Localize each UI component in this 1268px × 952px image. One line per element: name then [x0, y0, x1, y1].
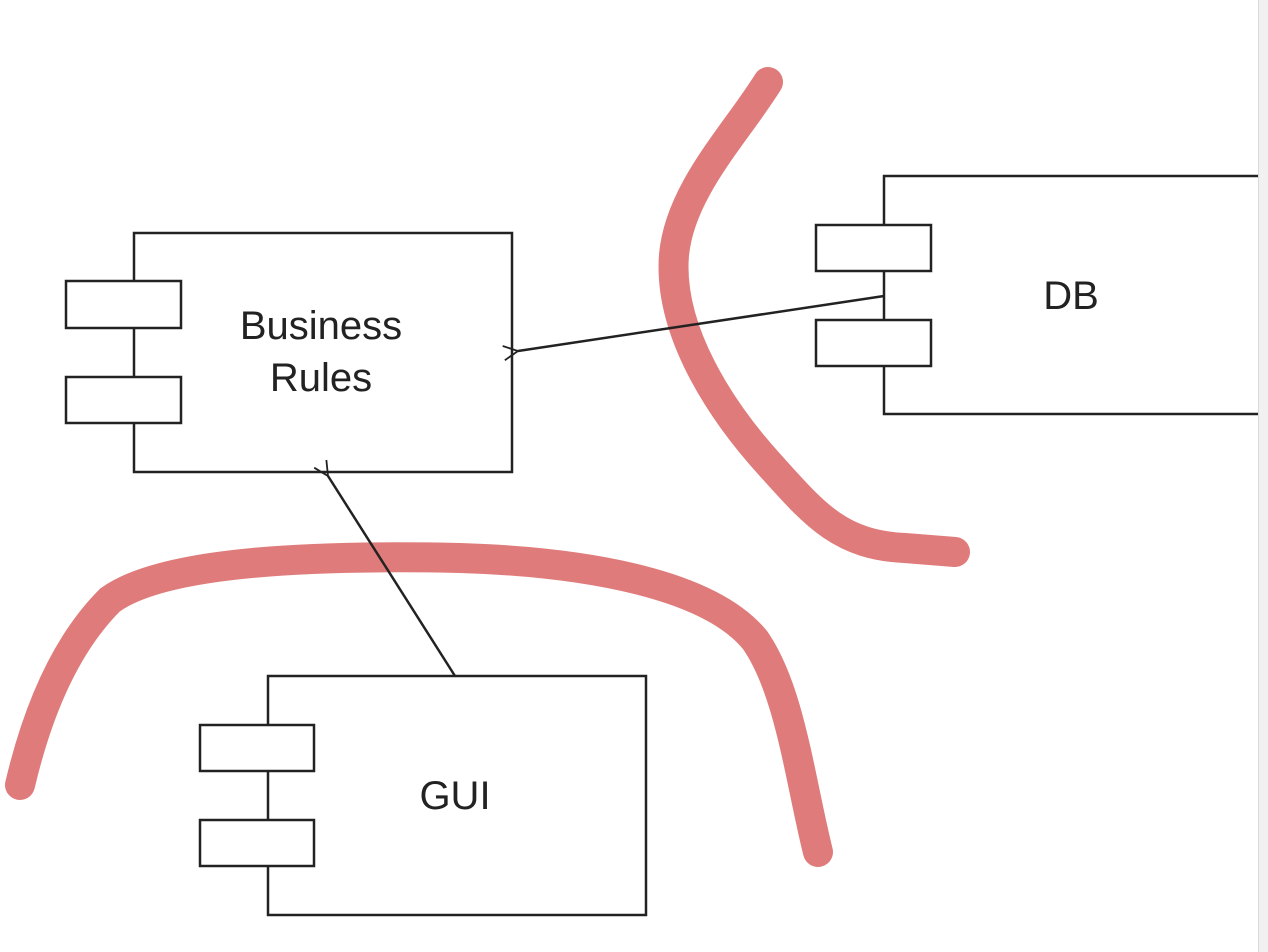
business-rules-component[interactable]: Business Rules: [64, 231, 514, 474]
db-boundary-line: [658, 67, 970, 567]
business-rules-label-line2: Rules: [270, 356, 372, 400]
db-box: [882, 174, 1264, 416]
gui-to-business-rules-arrow: [328, 476, 457, 677]
gui-box: [266, 674, 648, 917]
gui-label: GUI: [419, 774, 490, 818]
gui-port-top: [198, 723, 316, 773]
db-port-top: [814, 223, 933, 273]
db-port-bottom: [814, 318, 933, 368]
business-rules-port-bottom: [64, 375, 183, 425]
db-component[interactable]: DB: [814, 174, 1264, 416]
business-rules-port-top: [64, 279, 183, 330]
gui-port-bottom: [198, 818, 316, 868]
business-rules-label-line1: Business: [240, 304, 402, 348]
db-to-business-rules-arrow: [518, 294, 885, 351]
gui-boundary-line: [5, 542, 833, 867]
business-rules-box: [132, 231, 514, 474]
gui-component[interactable]: GUI: [198, 674, 648, 917]
db-label: DB: [1043, 274, 1099, 318]
page-edge-strip: [1258, 0, 1268, 952]
